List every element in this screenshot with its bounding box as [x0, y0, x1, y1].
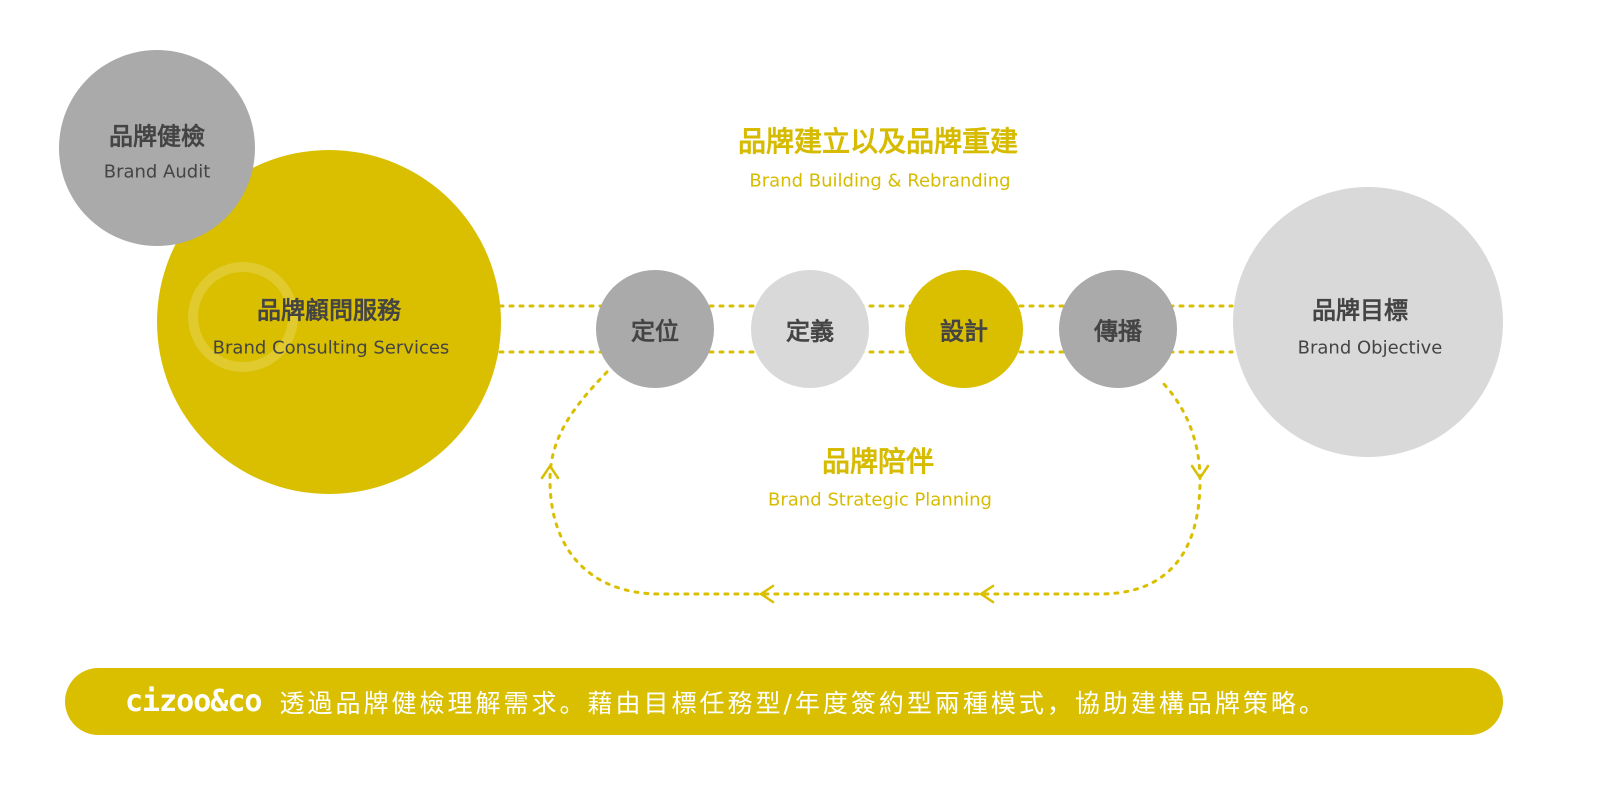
objective-circle — [1233, 187, 1503, 457]
step-circle-communication — [1059, 270, 1177, 388]
step-label: 設計 — [940, 317, 988, 346]
building-title: 品牌建立以及品牌重建 — [737, 125, 1019, 158]
audit-subtitle: Brand Audit — [103, 161, 211, 183]
arrow-down-icon — [1190, 464, 1210, 481]
step-label: 定義 — [786, 317, 834, 346]
planning-subtitle: Brand Strategic Planning — [768, 489, 992, 511]
planning-title: 品牌陪伴 — [821, 445, 935, 478]
arrow-up-icon — [540, 463, 560, 480]
audit-circle — [59, 50, 255, 246]
brand-logo: cizoo&co — [125, 684, 262, 719]
step-label: 傳播 — [1094, 317, 1142, 346]
consulting-title: 品牌顧問服務 — [257, 296, 401, 325]
arrow-left-icon — [978, 584, 995, 604]
step-circle-design — [905, 270, 1023, 388]
building-subtitle: Brand Building & Rebranding — [749, 170, 1011, 192]
step-circle-definition — [751, 270, 869, 388]
banner-text: 透過品牌健檢理解需求。藉由目標任務型/年度簽約型兩種模式，協助建構品牌策略。 — [279, 688, 1327, 718]
step-circle-positioning — [596, 270, 714, 388]
ampersand-watermark-icon — [188, 262, 298, 372]
step-label: 定位 — [631, 317, 679, 346]
summary-banner: cizoo&co 透過品牌健檢理解需求。藉由目標任務型/年度簽約型兩種模式，協助… — [65, 668, 1503, 735]
planning-loop — [548, 370, 1202, 596]
arrow-left-icon — [758, 584, 775, 604]
consulting-subtitle: Brand Consulting Services — [212, 337, 450, 359]
audit-title: 品牌健檢 — [109, 122, 205, 151]
objective-title: 品牌目標 — [1312, 296, 1408, 325]
objective-subtitle: Brand Objective — [1297, 337, 1443, 359]
